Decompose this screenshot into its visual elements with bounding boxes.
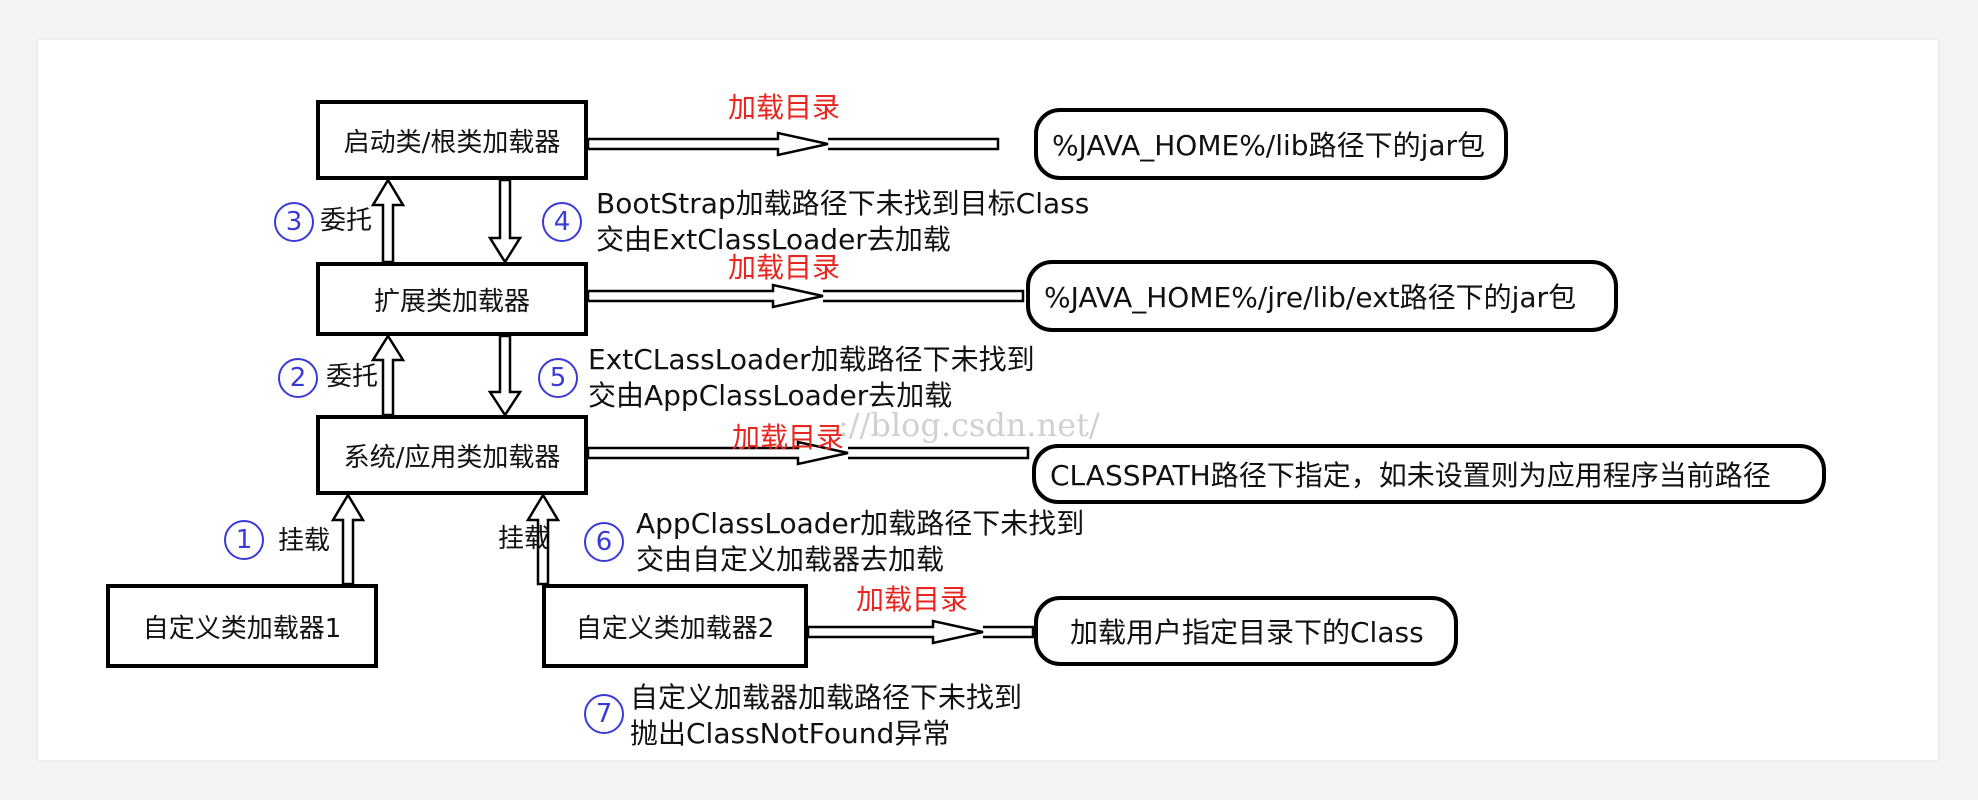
arrow-down-4 <box>487 178 523 265</box>
step-3-badge: 3 <box>274 202 314 242</box>
step-5-line1: ExtCLassLoader加载路径下未找到 <box>588 343 1035 376</box>
ext-loader-box: 扩展类加载器 <box>316 262 588 336</box>
step-1-badge: 1 <box>224 520 264 560</box>
step-6-line1: AppClassLoader加载路径下未找到 <box>636 507 1085 540</box>
custom2-path-pill: 加载用户指定目录下的Class <box>1034 596 1458 666</box>
step-2-label: 委托 <box>326 362 379 392</box>
step-2-badge: 2 <box>278 358 318 398</box>
arrow-up-delegate-2 <box>370 333 406 417</box>
step-7-line2: 抛出ClassNotFound异常 <box>630 717 951 750</box>
step-5-line2: 交由AppClassLoader去加载 <box>588 379 953 412</box>
app-path-pill: CLASSPATH路径下指定，如未设置则为应用程序当前路径 <box>1032 444 1826 504</box>
step-4-badge: 4 <box>542 202 582 242</box>
step-6-line2: 交由自定义加载器去加载 <box>636 543 945 576</box>
connector-layer <box>330 131 1035 645</box>
load-arrow-app <box>586 440 1030 466</box>
ext-loader-label: 扩展类加载器 <box>373 286 530 317</box>
load-dir-label-app: 加载目录 <box>732 421 845 454</box>
custom-loader-2-label: 自定义类加载器2 <box>575 613 775 644</box>
step-6-badge: 6 <box>584 522 624 562</box>
arrow-up-delegate-3 <box>370 177 406 264</box>
app-loader-label: 系统/应用类加载器 <box>343 442 561 473</box>
ext-path-pill: %JAVA_HOME%/jre/lib/ext路径下的jar包 <box>1026 260 1618 332</box>
load-dir-label-bootstrap: 加载目录 <box>728 91 841 124</box>
load-dir-label-ext: 加载目录 <box>728 251 841 284</box>
app-path-text: CLASSPATH路径下指定，如未设置则为应用程序当前路径 <box>1050 459 1771 492</box>
watermark-text: ://blog.csdn.net/ <box>838 406 1100 444</box>
arrow-up-mount-1 <box>330 492 366 586</box>
diagram-canvas: 启动类/根类加载器 扩展类加载器 系统/应用类加载器 自定义类加载器1 自定义类… <box>38 40 1938 760</box>
load-dir-label-custom2: 加载目录 <box>856 583 969 616</box>
bootstrap-path-pill: %JAVA_HOME%/lib路径下的jar包 <box>1034 108 1508 180</box>
arrow-up-mount-2 <box>525 492 561 586</box>
ext-path-text: %JAVA_HOME%/jre/lib/ext路径下的jar包 <box>1044 281 1577 314</box>
load-arrow-ext <box>586 283 1025 309</box>
custom2-path-text: 加载用户指定目录下的Class <box>1070 616 1424 649</box>
step-4-line2: 交由ExtClassLoader去加载 <box>596 223 951 256</box>
app-loader-box: 系统/应用类加载器 <box>316 415 588 495</box>
load-arrow-custom2 <box>806 619 1035 645</box>
step-1-label: 挂载 <box>278 526 331 556</box>
custom-loader-1-label: 自定义类加载器1 <box>142 613 342 644</box>
bootstrap-path-text: %JAVA_HOME%/lib路径下的jar包 <box>1052 129 1486 162</box>
step-7-line1: 自定义加载器加载路径下未找到 <box>630 681 1023 714</box>
step-5-badge: 5 <box>538 358 578 398</box>
step-3-label: 委托 <box>320 206 373 236</box>
custom-loader-1-box: 自定义类加载器1 <box>106 584 378 668</box>
custom-loader-2-box: 自定义类加载器2 <box>542 584 808 668</box>
arrow-down-5 <box>487 334 523 418</box>
step-7-badge: 7 <box>584 694 624 734</box>
step-4-line1: BootStrap加载路径下未找到目标Class <box>596 187 1090 220</box>
mount-2-label: 挂载 <box>498 524 551 554</box>
load-arrow-bootstrap <box>586 131 1000 157</box>
bootstrap-loader-box: 启动类/根类加载器 <box>316 100 588 180</box>
bootstrap-loader-label: 启动类/根类加载器 <box>343 127 561 158</box>
